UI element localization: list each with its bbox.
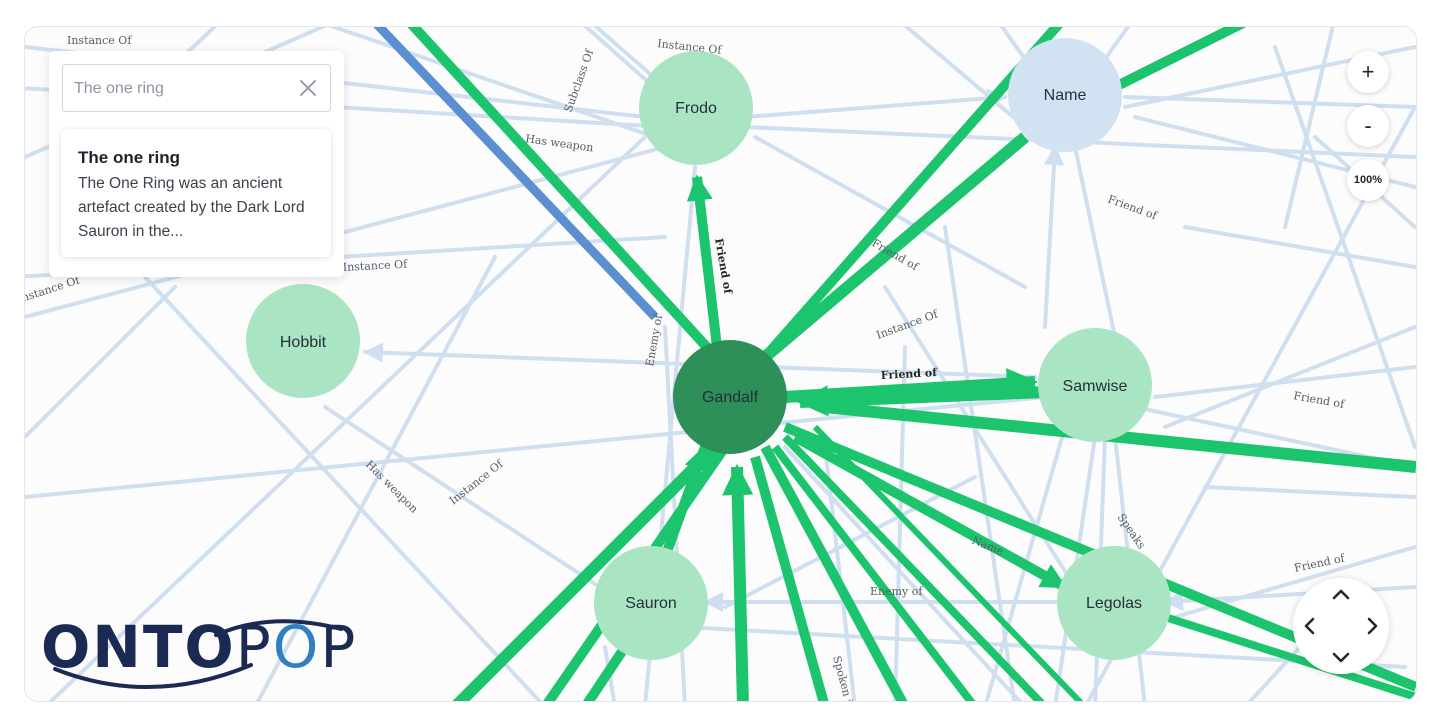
- logo-part-onto: ONTO: [41, 613, 236, 681]
- node-hobbit[interactable]: Hobbit: [246, 284, 360, 398]
- node-samwise[interactable]: Samwise: [1038, 328, 1152, 442]
- node-gandalf[interactable]: Gandalf: [673, 340, 787, 454]
- edge-label: Instance Of: [25, 273, 82, 306]
- node-frodo[interactable]: Frodo: [639, 51, 753, 165]
- node-label: Samwise: [1063, 378, 1128, 395]
- zoom-reset-label: 100%: [1353, 173, 1383, 186]
- edge-friend: [782, 434, 1045, 701]
- zoom-out-label: -: [1364, 113, 1372, 138]
- edge-label: Name: [970, 534, 1006, 558]
- edge: [143, 275, 543, 701]
- edge-label: Instance Of: [875, 307, 941, 342]
- edge-label: Friend of: [1293, 551, 1347, 575]
- edge-friend: [582, 644, 630, 701]
- edge: [25, 285, 177, 439]
- edge-highlight-blue: [373, 27, 659, 321]
- edge-label: Friend of: [712, 237, 735, 296]
- edge-friend: [407, 27, 729, 371]
- node-label: Gandalf: [702, 389, 759, 406]
- zoom-reset-button[interactable]: 100%: [1347, 159, 1389, 201]
- edge-label: Subclass Of: [562, 47, 597, 114]
- edge: [1073, 145, 1117, 339]
- node-legolas[interactable]: Legolas: [1057, 546, 1171, 660]
- edge-friend: [1112, 27, 1247, 92]
- edge-label: Instance Of: [67, 34, 132, 47]
- edge: [1273, 45, 1416, 449]
- knowledge-graph[interactable]: Instance Of Instance Of Instance Of Inst…: [25, 27, 1416, 701]
- node-label: Hobbit: [280, 334, 327, 351]
- search-result-card[interactable]: The one ring The One Ring was an ancient…: [61, 129, 331, 257]
- edge-friend: [452, 442, 720, 701]
- chevron-up-icon[interactable]: [1330, 584, 1352, 606]
- zoom-out-button[interactable]: -: [1347, 105, 1389, 147]
- edge-friend: [792, 432, 1068, 592]
- edge-label: Enemy of: [643, 313, 665, 368]
- logo-swoosh: [53, 619, 343, 690]
- edge: [25, 145, 667, 319]
- chevron-down-icon[interactable]: [1330, 646, 1352, 668]
- edge: [1043, 145, 1064, 329]
- edge: [903, 27, 1027, 129]
- edge: [255, 255, 497, 701]
- edge-friend: [1163, 613, 1416, 701]
- close-icon[interactable]: [298, 78, 318, 98]
- search-panel: The one ring The One Ring was an ancient…: [49, 51, 344, 277]
- chevron-right-icon[interactable]: [1361, 615, 1383, 637]
- edge-label: Friend of: [1292, 389, 1346, 411]
- zoom-in-button[interactable]: +: [1347, 51, 1389, 93]
- edge-friend: [761, 132, 1029, 362]
- edge-friend: [660, 444, 710, 559]
- ontopop-logo: ONTOPOP: [41, 615, 406, 695]
- edge: [1183, 225, 1416, 269]
- edge-label: Enemy of: [870, 585, 923, 598]
- navigation-pad: [1293, 578, 1389, 674]
- edge-label: Instance Of: [342, 258, 408, 274]
- edge: [328, 27, 657, 139]
- edge: [1203, 485, 1416, 499]
- graph-canvas[interactable]: Instance Of Instance Of Instance Of Inst…: [24, 26, 1417, 702]
- node-label: Frodo: [675, 100, 717, 117]
- edge-friend: [750, 455, 829, 701]
- zoom-in-label: +: [1361, 59, 1375, 84]
- edge-label: Instance Of: [447, 457, 506, 507]
- edge: [783, 445, 1023, 701]
- edge-friend: [796, 385, 1046, 417]
- edge: [1283, 27, 1335, 229]
- edge-friend: [760, 444, 908, 701]
- search-input[interactable]: [72, 65, 286, 113]
- edge-friend: [686, 174, 722, 348]
- chevron-left-icon[interactable]: [1299, 615, 1321, 637]
- edge: [323, 405, 617, 599]
- node-label: Sauron: [625, 595, 677, 612]
- edge-label: Friend of: [1106, 193, 1159, 223]
- result-description: The One Ring was an ancient artefact cre…: [78, 175, 305, 240]
- search-box: [62, 64, 331, 113]
- edge-layer-highlight: [407, 27, 1416, 701]
- node-label: Name: [1044, 87, 1087, 104]
- edge: [943, 225, 1017, 701]
- edge-friend: [771, 444, 976, 701]
- logo-text: ONTOPOP: [41, 615, 357, 679]
- edge-label: Has weapon: [525, 132, 595, 154]
- edge-label: Speaks: [1115, 511, 1149, 551]
- edge-friend: [824, 401, 1416, 473]
- node-name[interactable]: Name: [1008, 38, 1122, 152]
- edge: [1163, 325, 1416, 429]
- node-sauron[interactable]: Sauron: [594, 546, 708, 660]
- edge-label: Friend of: [880, 366, 938, 382]
- edge: [1153, 365, 1416, 399]
- edge: [893, 345, 907, 701]
- logo-part-pop: POP: [235, 613, 358, 681]
- edge-friend: [722, 463, 754, 701]
- result-title: The one ring: [78, 148, 180, 167]
- edge: [743, 88, 1007, 119]
- edge-friend: [812, 424, 1084, 701]
- node-label: Legolas: [1086, 595, 1142, 612]
